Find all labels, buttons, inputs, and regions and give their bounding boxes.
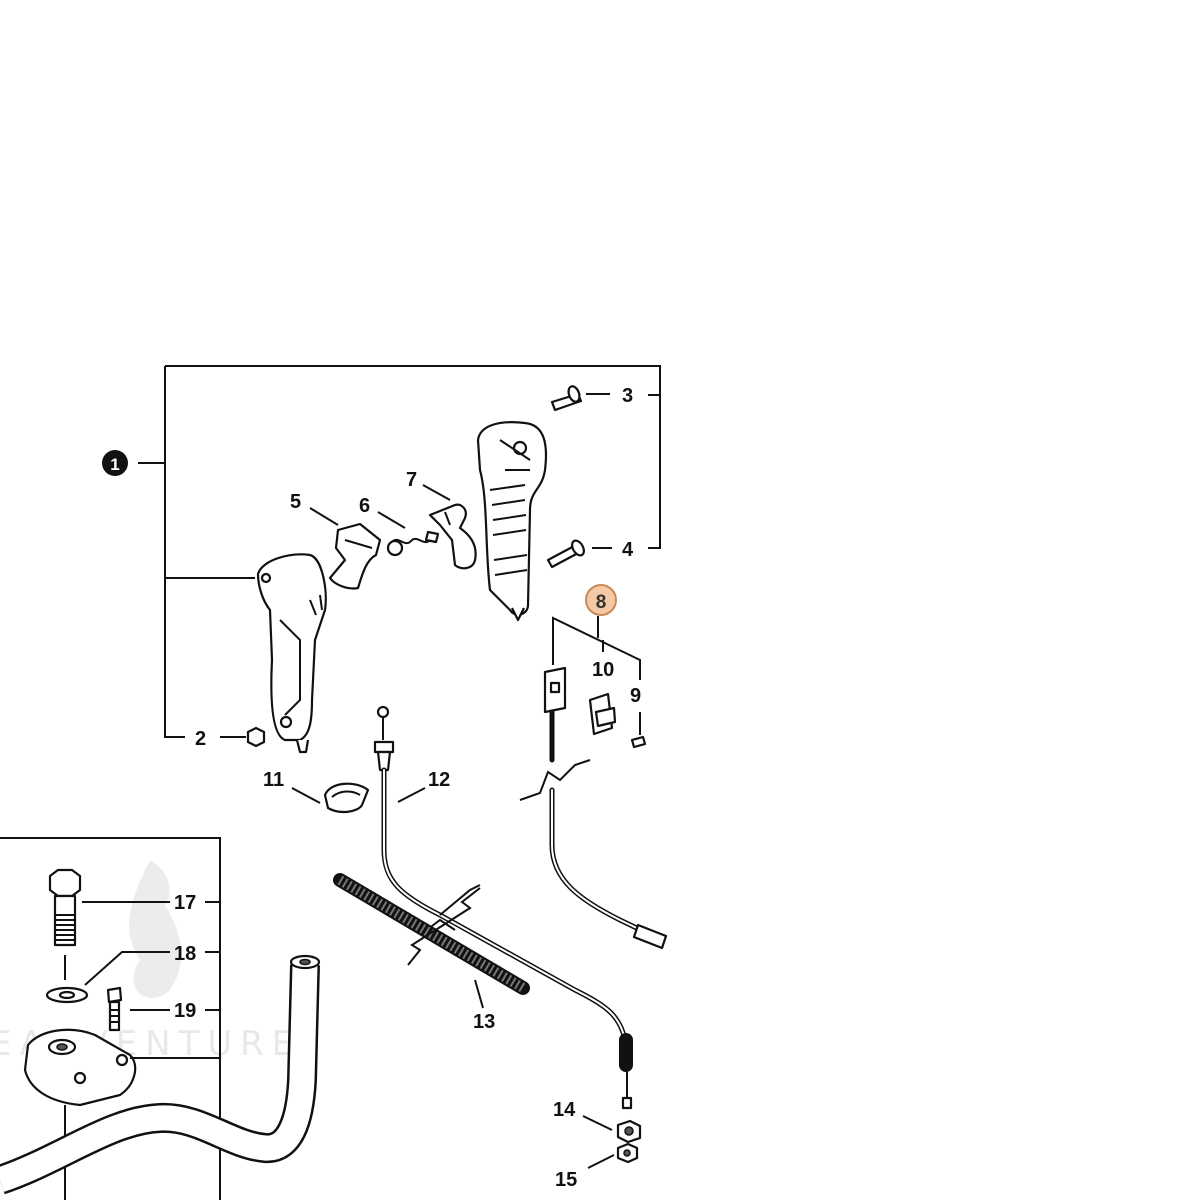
callout-15[interactable]: 15 [555,1169,577,1191]
callout-9[interactable]: 9 [630,685,641,707]
callout-2[interactable]: 2 [195,728,206,750]
callout-10[interactable]: 10 [592,659,614,681]
group-8-bracket [552,616,641,680]
callout-7[interactable]: 7 [406,469,417,491]
callout-13[interactable]: 13 [473,1011,495,1033]
callout-4[interactable]: 4 [622,539,634,561]
assembly-1-bracket [138,365,661,738]
trigger-part-7[interactable] [422,484,477,570]
watermark-flame-icon [129,860,182,999]
screw-part-19[interactable] [106,986,170,1032]
handle-half-left[interactable] [256,553,327,754]
spring-part-6[interactable] [377,511,440,557]
nut-part-2[interactable] [220,726,266,748]
callout-8[interactable]: 8 [585,584,617,616]
washer-part-18[interactable] [45,951,170,1004]
screw-part-9[interactable] [630,712,647,749]
lever-part-5[interactable] [309,507,382,590]
handlebar-tube[interactable] [0,954,321,1195]
spiral-hose-part-13[interactable] [333,873,530,1009]
handle-half-right[interactable] [476,421,548,622]
callout-6[interactable]: 6 [359,495,370,517]
throttle-cable-part-12[interactable] [373,705,633,1110]
callout-12[interactable]: 12 [428,769,450,791]
mount-bracket-frame [0,837,221,1200]
nut-part-15[interactable] [587,1142,639,1169]
screw-part-3[interactable] [550,385,610,412]
callout-1[interactable]: 1 [102,450,128,476]
callout-1-label: 1 [110,455,119,474]
screw-part-4[interactable] [546,539,612,569]
callout-17[interactable]: 17 [174,892,196,914]
callout-3[interactable]: 3 [622,385,633,407]
callout-14[interactable]: 14 [553,1099,576,1121]
callout-11[interactable]: 11 [263,769,284,791]
nut-part-14[interactable] [582,1115,642,1144]
callout-19[interactable]: 19 [174,1000,196,1022]
bushing-part-11[interactable] [291,782,370,814]
callout-18[interactable]: 18 [174,943,196,965]
callout-8-label: 8 [596,592,607,613]
bolt-part-17[interactable] [48,868,170,980]
switch-lead-part-8[interactable] [519,666,668,950]
handlebar-clamp[interactable] [23,1028,220,1200]
clip-part-10[interactable] [588,692,617,736]
callout-5[interactable]: 5 [290,491,301,513]
